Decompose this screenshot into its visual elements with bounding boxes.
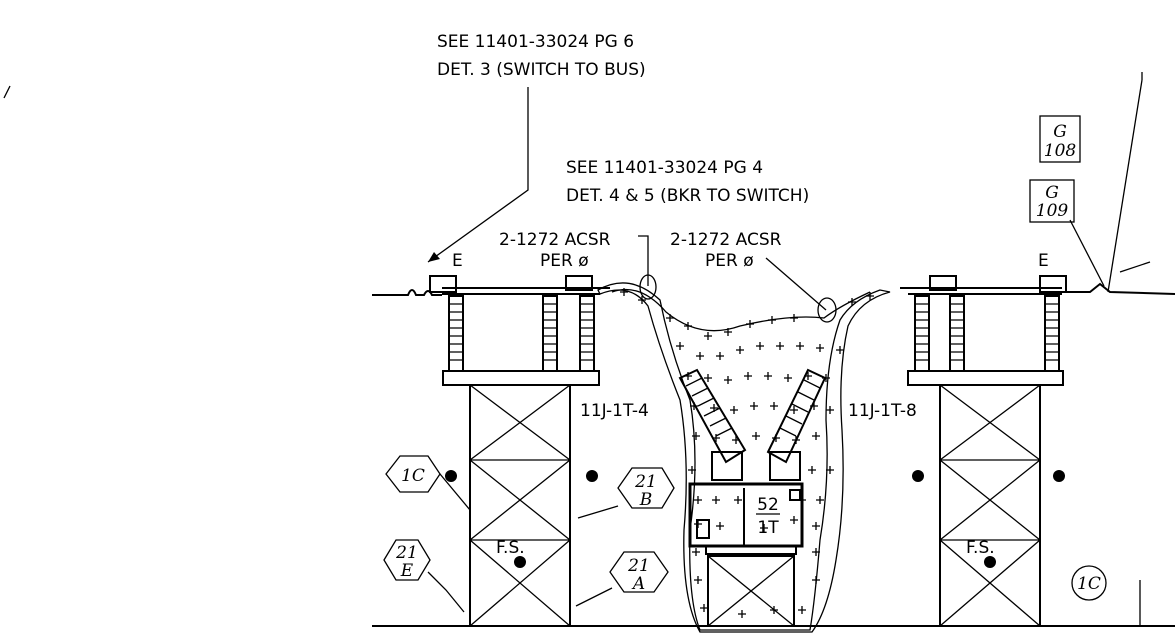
svg-text:108: 108 — [1044, 141, 1077, 161]
callout-circle-1c: 1C — [1071, 565, 1107, 601]
svg-text:G: G — [1045, 183, 1059, 203]
insulator-left-1 — [448, 295, 464, 372]
callout-hex-21b: 21 B — [577, 467, 675, 519]
ground-point-right-outer — [1053, 470, 1065, 482]
switch-head-right — [1039, 275, 1067, 293]
svg-text:21: 21 — [627, 556, 650, 576]
svg-text:1C: 1C — [401, 466, 425, 486]
svg-text:21: 21 — [634, 472, 657, 492]
ground-point-fs-right — [984, 556, 996, 568]
svg-text:1C: 1C — [1077, 574, 1101, 594]
conductor-label-2-line1: 2-1272 ACSR — [670, 230, 782, 250]
fs-label-right: F.S. — [966, 538, 995, 558]
ground-point-left-inner — [586, 470, 598, 482]
insulator-right-3 — [1044, 295, 1060, 372]
switch-base-right — [907, 370, 1064, 386]
callout-box-g109: G 109 — [1029, 179, 1105, 287]
ground-point-fs-left — [514, 556, 526, 568]
callout-hex-1c: 1C — [385, 455, 471, 511]
insulator-left-3 — [579, 295, 595, 372]
callout-hex-21a: 21 A — [575, 551, 669, 607]
note-bkr-to-switch-line2: DET. 4 & 5 (BKR TO SWITCH) — [566, 186, 809, 206]
insulator-right-2 — [949, 295, 965, 372]
note-switch-to-bus-line2: DET. 3 (SWITCH TO BUS) — [437, 60, 646, 80]
breaker-support — [707, 555, 795, 627]
svg-text:B: B — [639, 490, 653, 510]
switch-head-left — [429, 275, 457, 293]
insulator-left-2 — [542, 295, 558, 372]
callout-box-g108: G 108 — [1039, 115, 1081, 163]
outgoing-bus-right — [1066, 282, 1175, 295]
svg-text:109: 109 — [1036, 201, 1069, 221]
switch-base-left — [442, 370, 600, 386]
note-bkr-to-switch-line1: SEE 11401-33024 PG 4 — [566, 158, 763, 178]
edge-mark-right — [1119, 261, 1151, 626]
conductor-label-2-line2: PER ø — [705, 251, 754, 271]
edge-leader-right — [1107, 72, 1143, 293]
svg-text:E: E — [400, 561, 414, 581]
bushing-left — [678, 368, 747, 481]
conductor-zone-inner — [611, 288, 871, 332]
plus-hatch — [620, 288, 874, 618]
conductor-ring-2 — [817, 297, 837, 323]
breaker-tag: 52 1T — [756, 495, 780, 538]
svg-text:1T: 1T — [757, 518, 779, 538]
leader-switch-to-bus — [427, 87, 529, 263]
bushing-right — [766, 368, 827, 481]
stray-mark — [3, 85, 11, 99]
svg-text:A: A — [631, 574, 645, 594]
svg-text:21: 21 — [395, 543, 418, 563]
end-label-right: E — [1038, 251, 1049, 271]
switch-clamp-right — [929, 275, 957, 291]
leader-conductor-2 — [765, 257, 827, 311]
conductor-label-1-line1: 2-1272 ACSR — [499, 230, 611, 250]
conductor-zone-outline — [597, 282, 891, 633]
insulator-right-1 — [914, 295, 930, 372]
svg-text:G: G — [1053, 122, 1067, 142]
callout-hex-21e: 21 E — [383, 539, 465, 613]
svg-text:52: 52 — [757, 495, 779, 515]
ground-point-right-inner — [912, 470, 924, 482]
fs-label-left: F.S. — [496, 538, 525, 558]
conductor-ring-1 — [639, 274, 657, 300]
lattice-support-right — [939, 384, 1041, 627]
ground-point-left-outer — [445, 470, 457, 482]
switch-clamp-left — [565, 275, 593, 291]
switch-tag-left: 11J-1T-4 — [580, 401, 649, 421]
leader-arrowhead — [428, 252, 440, 262]
breaker-tank — [688, 482, 804, 555]
switch-tag-right: 11J-1T-8 — [848, 401, 917, 421]
end-label-left: E — [452, 251, 463, 271]
conductor-label-1-line2: PER ø — [540, 251, 589, 271]
lattice-support-left — [469, 384, 571, 627]
note-switch-to-bus-line1: SEE 11401-33024 PG 6 — [437, 32, 634, 52]
leader-conductor-1 — [638, 235, 649, 286]
